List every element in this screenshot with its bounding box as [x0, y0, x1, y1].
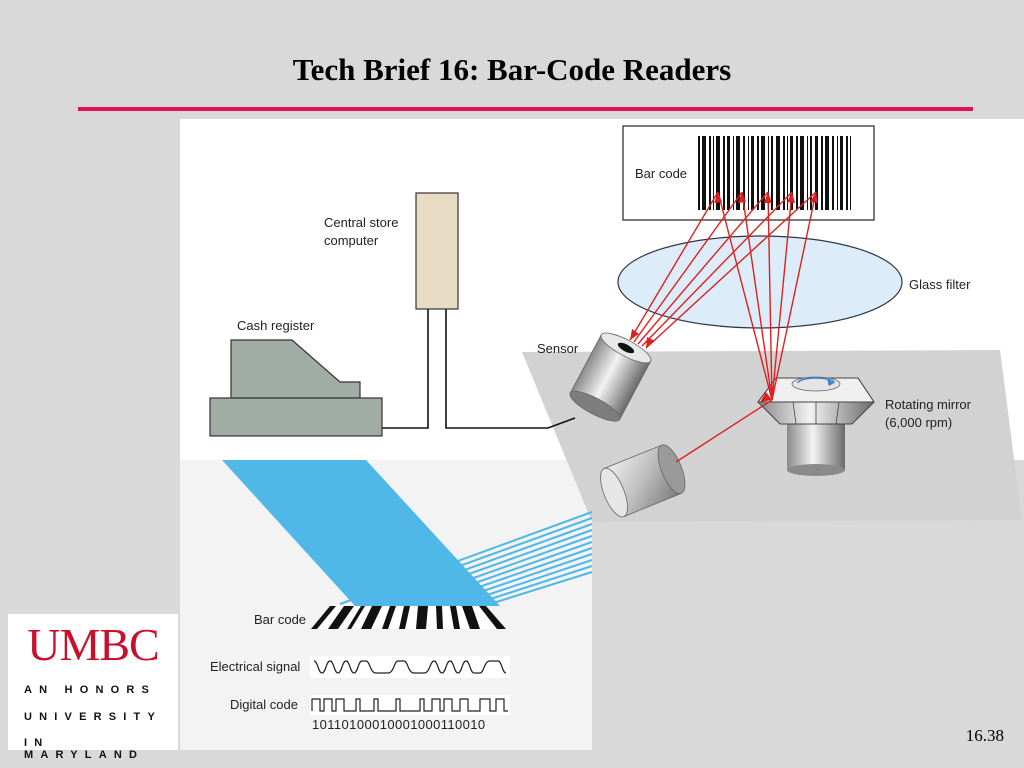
sensor	[569, 332, 652, 422]
digital-code-bits: 10110100010001000110010	[312, 717, 486, 732]
glass-filter	[617, 235, 903, 329]
wire-register	[382, 309, 429, 429]
glass-filter-label: Glass filter	[909, 277, 971, 292]
slide-title: Tech Brief 16: Bar-Code Readers	[292, 52, 732, 87]
electrical-signal-label: Electrical signal	[210, 659, 300, 674]
title-rule	[78, 107, 973, 111]
central-computer-label-1: Central store	[324, 215, 398, 230]
electrical-signal-box	[310, 656, 510, 678]
sensor-label: Sensor	[537, 341, 579, 356]
rotating-mirror-label-2: (6,000 rpm)	[885, 415, 952, 430]
central-computer	[415, 192, 459, 310]
cash-register-base	[209, 397, 383, 437]
central-computer-label-2: computer	[324, 233, 379, 248]
rotating-mirror-label-1: Rotating mirror	[885, 397, 972, 412]
laser-beams	[629, 191, 817, 463]
laser-arrowheads	[630, 192, 818, 402]
digital-code-wave	[311, 698, 508, 712]
bar-code-bottom-label: Bar code	[254, 612, 306, 627]
bar-code-top-bars	[698, 136, 851, 210]
scan-beam-wide	[222, 460, 500, 606]
cash-register-label: Cash register	[237, 318, 315, 333]
umbc-logo: UMBC AN HONORS UNIVERSITY IN MARYLAND	[8, 614, 178, 761]
digital-code-label: Digital code	[230, 697, 298, 712]
logo-name: UMBC	[27, 619, 159, 670]
electrical-signal-wave	[313, 660, 507, 674]
wire-sensor	[445, 309, 576, 429]
bar-code-top-label: Bar code	[635, 166, 687, 181]
bar-code-bottom-bars	[311, 606, 506, 629]
logo-line-1: AN HONORS	[24, 684, 157, 696]
logo-line-2: UNIVERSITY	[24, 711, 163, 723]
laser-emitter	[600, 444, 686, 518]
logo-line-3: IN MARYLAND	[24, 737, 145, 761]
page-number: 16.38	[965, 726, 1004, 745]
rotating-mirror	[757, 376, 875, 476]
scan-lines	[339, 511, 593, 605]
